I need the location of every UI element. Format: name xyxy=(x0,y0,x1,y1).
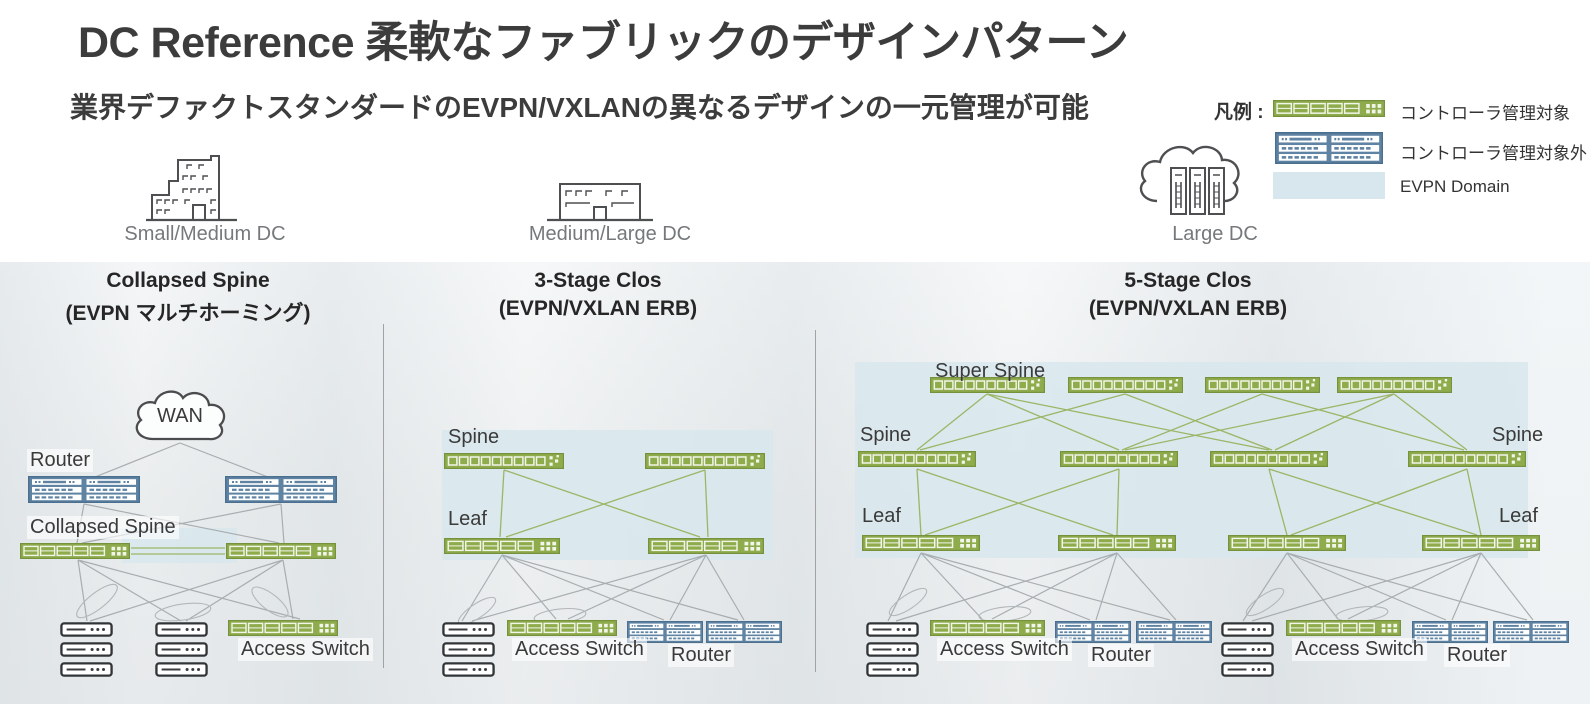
access-switch-icon xyxy=(1286,620,1402,637)
unmanaged-router-icon xyxy=(1054,620,1131,644)
large-dc-label: Large DC xyxy=(1172,223,1258,245)
unmanaged-router-icon xyxy=(1492,620,1569,644)
legend-heading: 凡例 : xyxy=(1214,102,1264,123)
leaf-label-3-left: Leaf xyxy=(862,505,901,527)
super-spine-label: Super Spine xyxy=(935,360,1046,382)
managed-super-spine-switch-icon xyxy=(930,377,1046,394)
spine-label-3-left: Spine xyxy=(860,424,912,446)
legend-unmanaged-label: コントローラ管理対象外 xyxy=(1400,144,1587,163)
column-divider-1 xyxy=(383,324,384,668)
leaf-label-3-right: Leaf xyxy=(1499,505,1538,527)
unmanaged-router-icon xyxy=(705,620,782,644)
managed-leaf-switch-icon xyxy=(1228,535,1347,552)
router-label-3b: Router xyxy=(1444,644,1511,667)
unmanaged-router-icon xyxy=(1135,620,1212,644)
managed-leaf-switch-icon xyxy=(1422,535,1541,552)
router-label-3a: Router xyxy=(1088,644,1155,667)
managed-switch-legend-icon xyxy=(1273,100,1386,118)
managed-spine-switch-icon xyxy=(444,453,565,470)
server-icon xyxy=(1221,642,1274,657)
server-icon xyxy=(60,642,113,657)
design3-subtitle: (EVPN/VXLAN ERB) xyxy=(1088,297,1288,320)
unmanaged-router-legend-icon xyxy=(1274,131,1383,165)
small-medium-dc-label: Small/Medium DC xyxy=(124,223,286,245)
column-divider-2 xyxy=(815,330,816,672)
router-label-1: Router xyxy=(27,449,94,472)
evpn-domain-legend-swatch xyxy=(1273,172,1385,199)
managed-super-spine-switch-icon xyxy=(1068,377,1184,394)
server-icon xyxy=(60,622,113,637)
page-subtitle: 業界デファクトスタンダードのEVPN/VXLANの異なるデザインの一元管理が可能 xyxy=(70,92,1089,123)
access-switch-label-3a: Access Switch xyxy=(937,638,1072,661)
medium-large-dc-icon xyxy=(544,177,656,223)
legend-managed-label: コントローラ管理対象 xyxy=(1400,104,1570,123)
managed-spine-switch-icon xyxy=(858,451,977,468)
legend-evpn-label: EVPN Domain xyxy=(1400,177,1510,196)
access-switch-icon xyxy=(228,620,339,637)
server-icon xyxy=(866,622,919,637)
wan-label: WAN xyxy=(157,405,203,427)
page-title: DC Reference 柔軟なファブリックのデザインパターン xyxy=(78,19,1129,67)
server-icon xyxy=(155,622,208,637)
server-icon xyxy=(442,622,495,637)
managed-leaf-switch-icon xyxy=(1058,535,1177,552)
access-switch-label-2: Access Switch xyxy=(512,638,647,661)
unmanaged-router-icon xyxy=(27,475,140,504)
managed-leaf-switch-icon xyxy=(648,538,765,555)
design1-subtitle: (EVPN マルチホーミング) xyxy=(65,302,311,325)
managed-spine-switch-icon xyxy=(1210,451,1329,468)
managed-switch-icon xyxy=(226,543,337,560)
router-label-2: Router xyxy=(668,644,735,667)
unmanaged-router-icon xyxy=(1411,620,1488,644)
design2-subtitle: (EVPN/VXLAN ERB) xyxy=(498,297,698,320)
server-icon xyxy=(155,642,208,657)
managed-super-spine-switch-icon xyxy=(1205,377,1321,394)
access-switch-icon xyxy=(507,620,618,637)
unmanaged-router-icon xyxy=(224,475,337,504)
server-icon xyxy=(1221,622,1274,637)
design1-title: Collapsed Spine xyxy=(106,269,270,292)
managed-spine-switch-icon xyxy=(645,453,766,470)
managed-switch-icon xyxy=(20,543,131,560)
access-switch-label-3b: Access Switch xyxy=(1292,638,1427,661)
leaf-label-2: Leaf xyxy=(448,508,487,530)
medium-large-dc-label: Medium/Large DC xyxy=(528,223,692,245)
large-dc-icon xyxy=(1133,138,1247,226)
managed-leaf-switch-icon xyxy=(444,538,561,555)
design3-title: 5-Stage Clos xyxy=(1124,269,1252,292)
server-icon xyxy=(60,662,113,677)
access-switch-label-1: Access Switch xyxy=(238,638,373,661)
server-icon xyxy=(1221,662,1274,677)
managed-spine-switch-icon xyxy=(1060,451,1179,468)
small-medium-dc-icon xyxy=(141,147,241,223)
unmanaged-router-icon xyxy=(626,620,703,644)
server-icon xyxy=(442,642,495,657)
spine-label-3-right: Spine xyxy=(1492,424,1544,446)
collapsed-spine-label: Collapsed Spine xyxy=(27,516,179,539)
server-icon xyxy=(442,662,495,677)
managed-leaf-switch-icon xyxy=(862,535,981,552)
server-icon xyxy=(866,642,919,657)
design2-title: 3-Stage Clos xyxy=(534,269,662,292)
spine-label-2: Spine xyxy=(448,426,500,448)
server-icon xyxy=(866,662,919,677)
managed-spine-switch-icon xyxy=(1408,451,1527,468)
server-icon xyxy=(155,662,208,677)
access-switch-icon xyxy=(930,620,1046,637)
wan-cloud-icon xyxy=(128,386,232,446)
managed-super-spine-switch-icon xyxy=(1337,377,1453,394)
